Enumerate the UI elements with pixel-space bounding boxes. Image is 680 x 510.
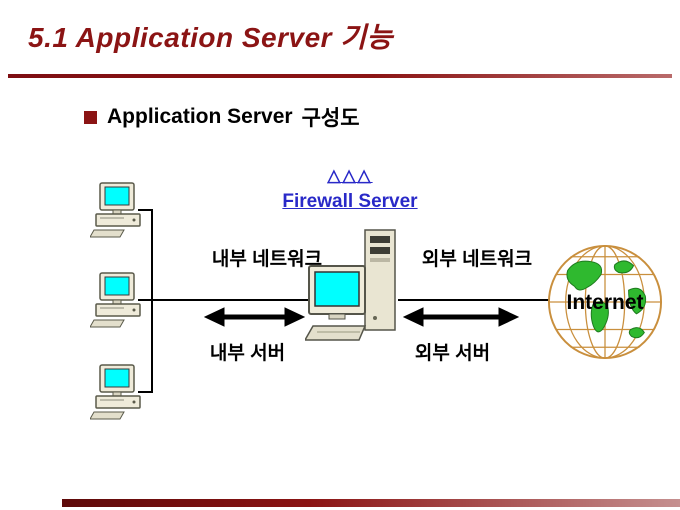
bullet-square-icon bbox=[84, 110, 97, 124]
client-pc-2 bbox=[89, 272, 146, 330]
desktop-computer-icon bbox=[89, 364, 141, 420]
internal-network-label: 내부 네트워크 bbox=[211, 249, 323, 270]
globe-icon bbox=[547, 244, 663, 360]
bullet-row: Application Server 구성도 bbox=[84, 102, 360, 132]
firewall-triangles[interactable]: △△△ bbox=[327, 166, 373, 185]
bullet-label-en: Application Server bbox=[107, 105, 293, 128]
internal-double-arrow bbox=[203, 307, 306, 327]
firewall-server-link[interactable]: Firewall Server bbox=[282, 191, 418, 212]
title-divider bbox=[8, 74, 672, 78]
bullet-label-ko: 구성도 bbox=[301, 107, 360, 130]
desktop-computer-icon bbox=[89, 272, 141, 328]
server-workstation-icon bbox=[303, 229, 396, 341]
external-server-label: 외부 서버 bbox=[414, 343, 491, 364]
slide-title: 5.1 Application Server 기능 bbox=[28, 22, 393, 53]
external-double-arrow bbox=[402, 307, 520, 327]
footer-bar bbox=[62, 499, 680, 507]
internet-label: Internet bbox=[566, 291, 644, 314]
internal-server-label: 내부 서버 bbox=[209, 343, 286, 364]
firewall-server bbox=[303, 228, 405, 348]
external-network-label: 외부 네트워크 bbox=[421, 249, 533, 270]
desktop-computer-icon bbox=[89, 182, 141, 238]
client-pc-3 bbox=[89, 364, 146, 422]
internet-globe bbox=[546, 243, 664, 361]
client-pc-1 bbox=[89, 182, 146, 240]
